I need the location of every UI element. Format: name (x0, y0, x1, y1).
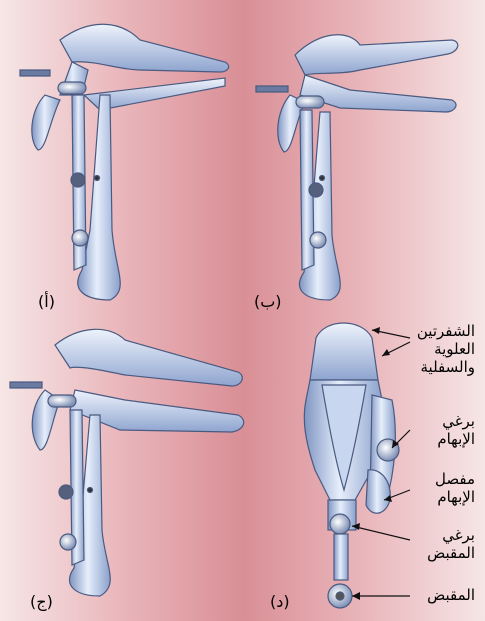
annotation-handle: المقبض (427, 586, 475, 604)
annotation-thumb-hinge: مفصل الإبهام (435, 470, 475, 506)
blades-line-1: الشفرتين (417, 322, 475, 340)
blades-line-2: العلوية (417, 340, 475, 358)
annotation-handle-screw: برغي المقبض (427, 526, 475, 562)
speculum-front-view (304, 323, 399, 608)
thumb-hinge-line-2: الإبهام (435, 488, 475, 506)
panel-label-b: (ب) (254, 292, 282, 311)
speculum-partially-open (256, 35, 458, 300)
panel-label-c: (ج) (30, 592, 53, 611)
handle-screw-line-1: برغي (427, 526, 475, 544)
handle-screw-line-2: المقبض (427, 544, 475, 562)
speculum-open (10, 329, 244, 596)
thumb-screw-line-1: برغي (437, 412, 475, 430)
thumb-screw-line-2: الإبهام (437, 430, 475, 448)
speculum-closed (20, 24, 229, 300)
panel-label-d: (د) (270, 592, 290, 611)
panel-label-a: (أ) (38, 292, 55, 311)
annotation-thumb-screw: برغي الإبهام (437, 412, 475, 448)
thumb-hinge-line-1: مفصل (435, 470, 475, 488)
annotation-blades: الشفرتين العلوية والسفلية (417, 322, 475, 376)
blades-line-3: والسفلية (417, 358, 475, 376)
